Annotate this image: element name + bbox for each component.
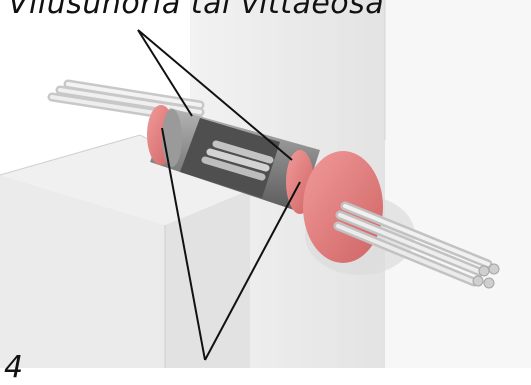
callout-label-top: Vilusuhoria tai vittaeosa (8, 0, 385, 21)
floor-block (0, 134, 251, 368)
pipe-sleeve-illustration (0, 0, 500, 368)
cable-bundle-right (333, 201, 500, 289)
callout-lines (137, 29, 301, 361)
illustration-stage: Vilusuhoria tai vittaeosa 4 (0, 0, 500, 385)
